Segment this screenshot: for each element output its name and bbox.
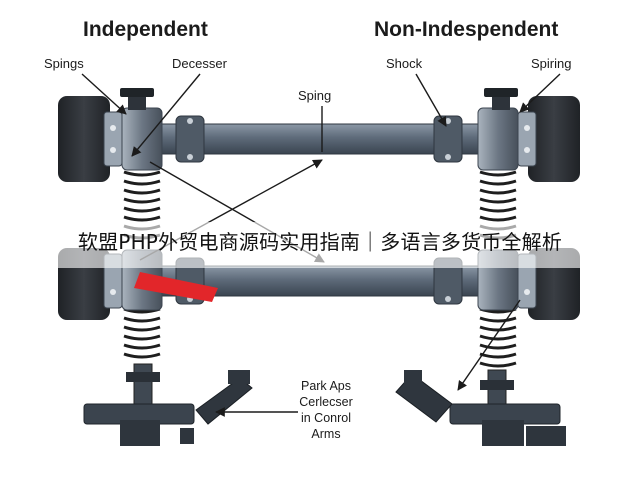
overlay-banner [0, 222, 640, 268]
caption-line-4: Arms [311, 427, 340, 441]
red-accent-arm [134, 272, 218, 302]
arrow-control-arm-right [457, 299, 521, 391]
caption-line-3: in Conrol [301, 411, 351, 425]
arrow-spiring [519, 73, 561, 113]
control-arm-left [195, 370, 253, 425]
caption-line-1: Park Aps [301, 379, 351, 393]
caption-control-arms: Park Aps Cerlecser in Conrol Arms [299, 379, 353, 441]
heading-independent: Independent [83, 18, 208, 41]
tire-top-right [528, 96, 580, 182]
arrow-spings [81, 73, 127, 115]
lower-strut-right [449, 369, 566, 446]
label-spiring: Spiring [531, 56, 571, 71]
bottom-axle [103, 249, 537, 311]
arrow-decesser [131, 73, 201, 157]
lower-strut-left [83, 363, 195, 446]
tire-top-left [58, 96, 110, 182]
top-axle [103, 88, 537, 171]
heading-non-independent: Non-Indespendent [374, 18, 558, 41]
overlay-banner-text: 软盟PHP外贸电商源码实用指南｜多语言多货币全解析 [77, 230, 563, 254]
control-arm-right [395, 370, 453, 423]
caption-line-2: Cerlecser [299, 395, 353, 409]
label-spings: Spings [44, 56, 84, 71]
label-shock: Shock [386, 56, 423, 71]
arrow-shock [415, 73, 447, 127]
label-sping: Sping [298, 88, 331, 103]
label-decesser: Decesser [172, 56, 228, 71]
